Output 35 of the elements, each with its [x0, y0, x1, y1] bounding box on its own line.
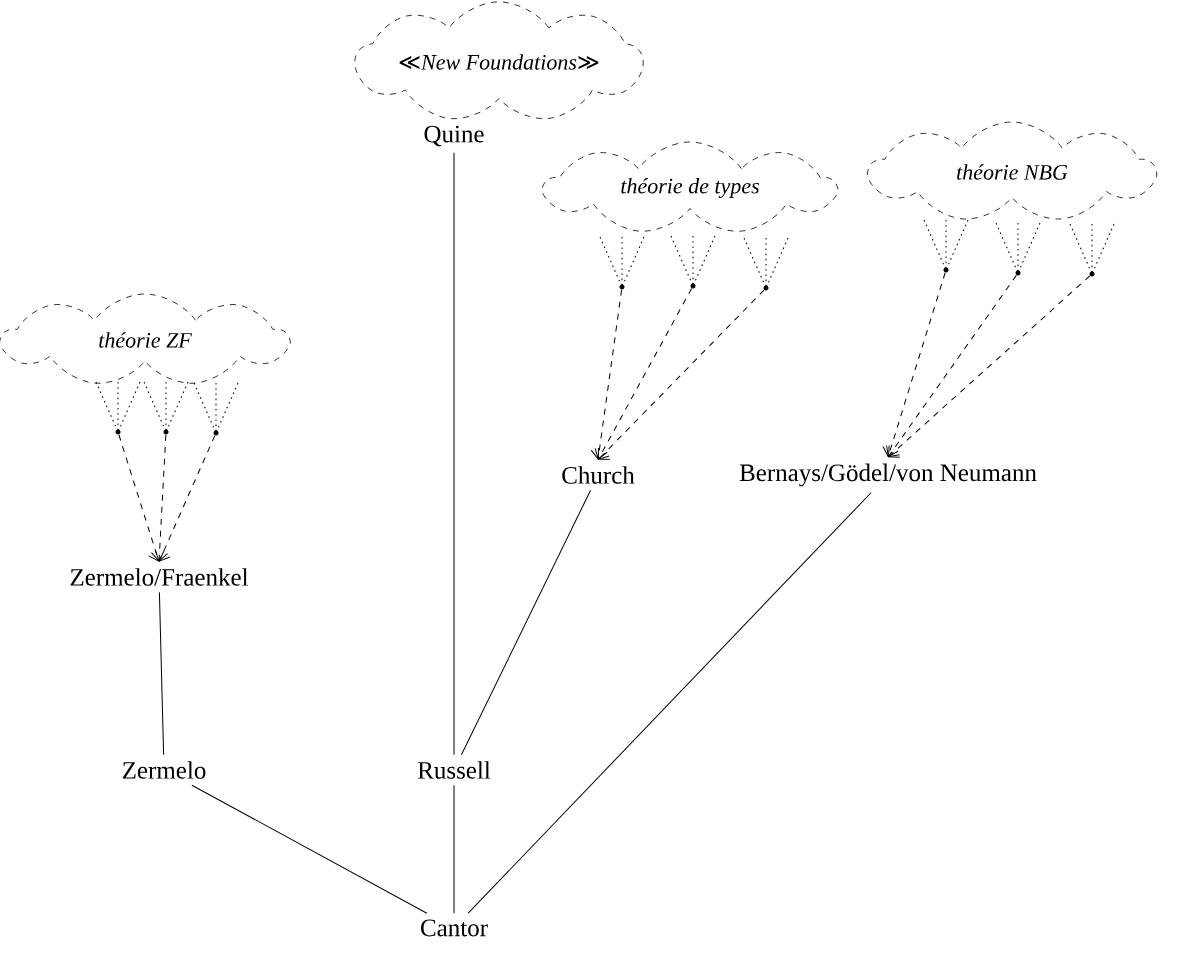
name-label: Church — [562, 466, 635, 484]
arrow — [597, 289, 765, 460]
arrow — [151, 434, 168, 562]
theory-cloud: théorie ZF — [0, 293, 291, 384]
name-label: Bernays/Gödel/von Neumann — [739, 463, 1037, 487]
connector-line — [191, 784, 428, 914]
theory-cloud: théorie NBG — [866, 121, 1158, 220]
fan-lines — [599, 236, 645, 288]
name-label: Zermelo/Fraenkel — [70, 568, 249, 586]
name-label: Quine — [424, 125, 484, 147]
arrow — [886, 274, 1017, 458]
arrow — [882, 272, 946, 458]
theory-cloud: ≪New Foundations≫ — [354, 1, 644, 120]
arrow — [594, 288, 693, 460]
arrow — [154, 435, 216, 562]
connector-line — [467, 492, 872, 914]
name-label: Russell — [417, 761, 491, 779]
fan-lines — [670, 235, 716, 287]
fan-lines — [1069, 223, 1115, 275]
arrow — [888, 275, 1091, 458]
fan-lines — [95, 381, 141, 433]
fan-lines — [995, 222, 1041, 274]
connector-line — [453, 152, 455, 756]
fan-lines — [743, 237, 789, 289]
theory-cloud: théorie de types — [541, 141, 839, 232]
name-label: Zermelo — [122, 761, 206, 779]
arrow — [118, 434, 165, 562]
connector-line — [158, 591, 165, 756]
fan-lines — [193, 382, 239, 434]
arrow — [590, 289, 623, 460]
fan-lines — [143, 381, 189, 433]
connector-line — [453, 784, 455, 914]
connector-line — [460, 489, 592, 756]
name-label: Cantor — [421, 919, 488, 937]
fan-lines — [923, 219, 969, 271]
